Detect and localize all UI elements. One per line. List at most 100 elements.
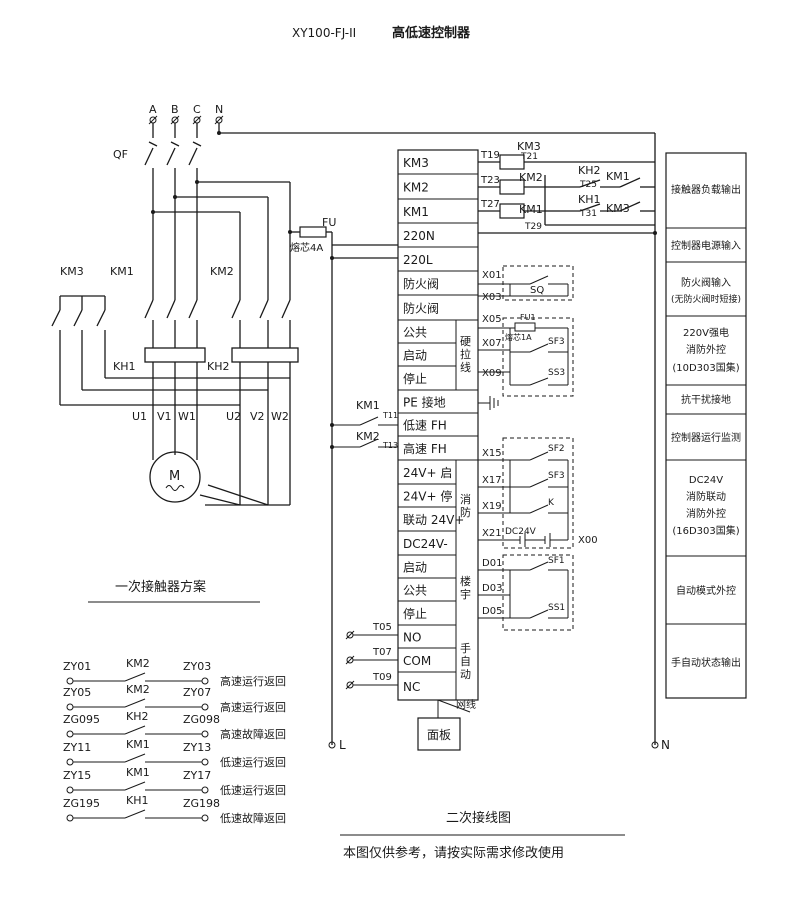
- fn-damper-input: 防火阀输入: [681, 276, 731, 289]
- group-hard-wire-1: 硬: [460, 335, 471, 348]
- feedback-right-terminal: ZY13: [183, 741, 211, 754]
- group-manual-auto-3: 动: [460, 668, 471, 681]
- term-t23: T23: [480, 175, 500, 186]
- term-d05: D05: [482, 606, 502, 617]
- feedback-description: 高速运行返回: [220, 700, 286, 714]
- terminal-row-label: 防火阀: [403, 301, 439, 316]
- fn-auto-external: 自动模式外控: [676, 584, 736, 597]
- primary-caption: 一次接触器方案: [115, 579, 206, 595]
- model-number: XY100-FJ-II: [292, 26, 356, 40]
- feedback-right-terminal: ZY03: [183, 660, 211, 673]
- coil-km2: KM2: [519, 171, 543, 184]
- feedback-description: 低速运行返回: [220, 756, 286, 769]
- controller-name: 高低速控制器: [392, 25, 471, 41]
- overload-kh2-label: KH2: [207, 360, 229, 373]
- feedback-description: 高速运行返回: [220, 674, 286, 688]
- winding-u1: U1: [132, 410, 147, 423]
- switch-sf2: SF2: [548, 444, 565, 454]
- group-fire-1: 消: [460, 492, 471, 506]
- term-t29: T29: [524, 222, 542, 232]
- terminal-row-label: 联动 24V+: [403, 513, 464, 527]
- group-hard-wire-2: 拉: [460, 347, 471, 361]
- rail-l-label: L: [339, 738, 346, 752]
- term-d01: D01: [482, 558, 502, 569]
- terminal-row-label: 启动: [403, 349, 427, 363]
- terminal-row-label: PE 接地: [403, 395, 446, 410]
- terminal-row-label: 24V+ 停: [403, 489, 452, 504]
- feedback-device: KM1: [126, 766, 150, 779]
- terminal-row-label: 高速 FH: [403, 441, 447, 456]
- coil-km3: KM3: [517, 140, 541, 153]
- winding-v2: V2: [250, 410, 265, 423]
- group-fire: 消防: [460, 492, 471, 519]
- feedback-device: KM1: [126, 738, 150, 751]
- panel-box: [417, 717, 461, 751]
- interlock-kh2: KH2: [578, 164, 600, 177]
- dc24v-source: DC24V: [505, 527, 537, 537]
- terminal-row-label: 停止: [403, 371, 427, 386]
- term-x00: X00: [578, 535, 598, 546]
- panel-label: 面板: [427, 728, 451, 742]
- contactor-km2-label: KM2: [210, 265, 234, 278]
- terminal-row-label: 220N: [403, 229, 435, 243]
- footer-note: 本图仅供参考，请按实际需求修改使用: [343, 845, 564, 861]
- terminal-row-label: 停止: [403, 606, 427, 621]
- fn-manual-auto-output: 手自动状态输出: [671, 656, 741, 669]
- term-t19: T19: [480, 150, 500, 161]
- feedback-left-terminal: ZY11: [63, 741, 91, 754]
- interlock-km1: KM1: [606, 170, 630, 183]
- fh-t11: T11: [382, 411, 398, 420]
- breaker-label: QF: [113, 148, 128, 161]
- switch-sf3-a: SF3: [548, 337, 565, 347]
- feedback-contact: [124, 753, 146, 763]
- phase-a-label: A: [149, 103, 157, 116]
- terminal-row-label: 24V+ 启: [403, 466, 452, 480]
- terminal-row-label: KM3: [403, 156, 429, 170]
- cable-label: 网线: [456, 698, 476, 711]
- feedback-terminal-right: [201, 786, 209, 794]
- group-hard-wire-3: 线: [460, 360, 471, 374]
- feedback-terminal-left: [66, 677, 74, 685]
- sq-label: SQ: [530, 285, 544, 296]
- term-x07: X07: [482, 338, 502, 349]
- fh-km2: KM2: [356, 430, 380, 443]
- term-x09: X09: [482, 368, 502, 379]
- feedback-left-terminal: ZY05: [63, 686, 91, 699]
- motor-label: M: [169, 469, 180, 484]
- interlock-t25: T25: [579, 180, 597, 190]
- function-column: 接触器负载输出 控制器电源输入 防火阀输入 (无防火阀时短接) 220V强电 消…: [665, 152, 747, 699]
- secondary-caption: 二次接线图: [446, 810, 511, 826]
- fn-10d303: (10D303国集): [672, 361, 739, 374]
- feedback-terminal-left: [66, 730, 74, 738]
- fu1-rating: 熔芯1A: [505, 332, 532, 342]
- fn-dc24v: DC24V: [689, 475, 723, 486]
- term-t07: T07: [372, 647, 392, 658]
- feedback-description: 高速故障返回: [220, 727, 286, 741]
- term-x17: X17: [482, 475, 502, 486]
- terminal-row-label: 公共: [403, 584, 427, 598]
- feedback-left-terminal: ZY01: [63, 660, 91, 673]
- interlock-km3: KM3: [606, 202, 630, 215]
- group-manual-auto-1: 手: [460, 641, 471, 655]
- term-x21: X21: [482, 528, 502, 539]
- feedback-left-terminal: ZG095: [63, 713, 100, 726]
- fu1-label: FU1: [520, 313, 536, 322]
- terminal-row-label: 220L: [403, 253, 433, 267]
- terminal-row-label: COM: [403, 654, 431, 668]
- group-manual-auto: 手自动: [460, 641, 471, 681]
- feedback-terminal-right: [201, 730, 209, 738]
- feedback-device: KH2: [126, 710, 148, 723]
- fn-ground: 抗干扰接地: [681, 393, 731, 406]
- feedback-contact: [124, 698, 146, 708]
- group-hard-wire: 硬拉线: [460, 335, 471, 374]
- feedback-terminal-left: [66, 814, 74, 822]
- switch-sf1: SF1: [548, 556, 565, 566]
- rail-n-label: N: [661, 738, 670, 752]
- signal-inputs: X01 X03 SQ X05 X07 X09 FU1 熔芯1A SF3 SS3: [330, 265, 598, 690]
- fn-power-input: 控制器电源输入: [671, 239, 741, 252]
- feedback-terminal-right: [201, 677, 209, 685]
- motor-symbol: [149, 451, 201, 503]
- primary-circuit: A B C N QF: [51, 103, 655, 603]
- feedback-terminal-right: [201, 703, 209, 711]
- feedback-contact: [124, 725, 146, 735]
